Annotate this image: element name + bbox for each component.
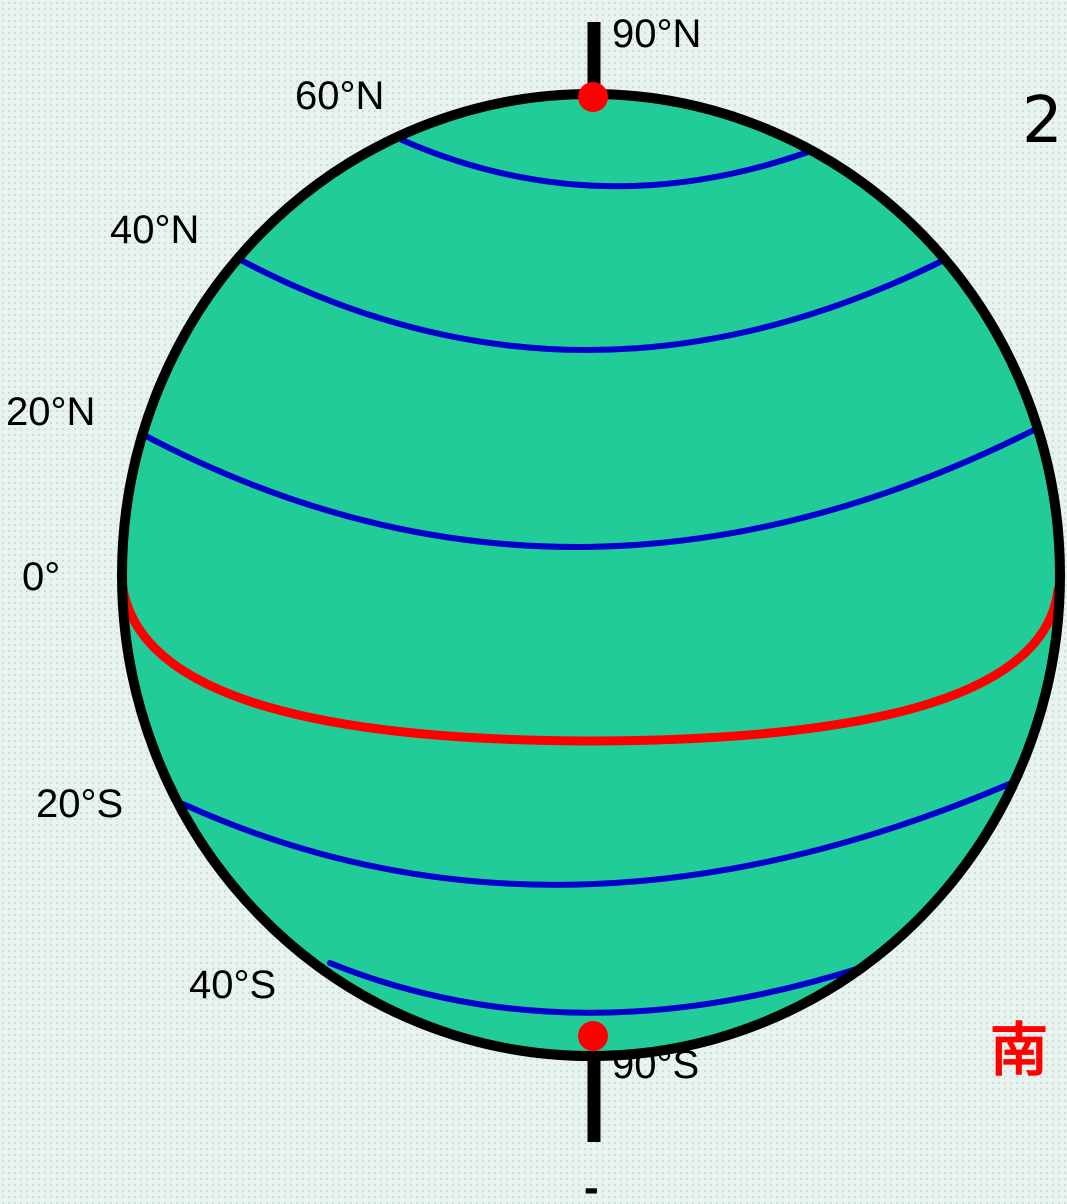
label-equator: 0°: [22, 555, 60, 599]
equator-line: [117, 577, 1063, 746]
label-40n: 40°N: [110, 208, 199, 252]
globe-body: [122, 94, 1060, 1056]
south-pole-marker: [578, 1021, 608, 1051]
label-90s: 90°S: [612, 1043, 699, 1087]
bottom-glyph: -: [584, 1163, 599, 1204]
latitude-line-40n: [234, 255, 943, 353]
edge-text-bottom-right: 南: [990, 1016, 1048, 1084]
edge-text-top-right: 2: [1022, 84, 1063, 158]
latitude-line-20s: [180, 779, 1017, 888]
latitude-line-60n: [399, 137, 811, 190]
latitude-line-40s: [327, 960, 863, 1016]
label-20s: 20°S: [36, 782, 123, 826]
label-90n: 90°N: [612, 12, 701, 56]
north-pole-marker: [578, 82, 608, 112]
label-20n: 20°N: [6, 390, 95, 434]
label-40s: 40°S: [189, 963, 276, 1007]
label-60n: 60°N: [295, 74, 384, 118]
latitude-line-20n: [139, 427, 1037, 550]
